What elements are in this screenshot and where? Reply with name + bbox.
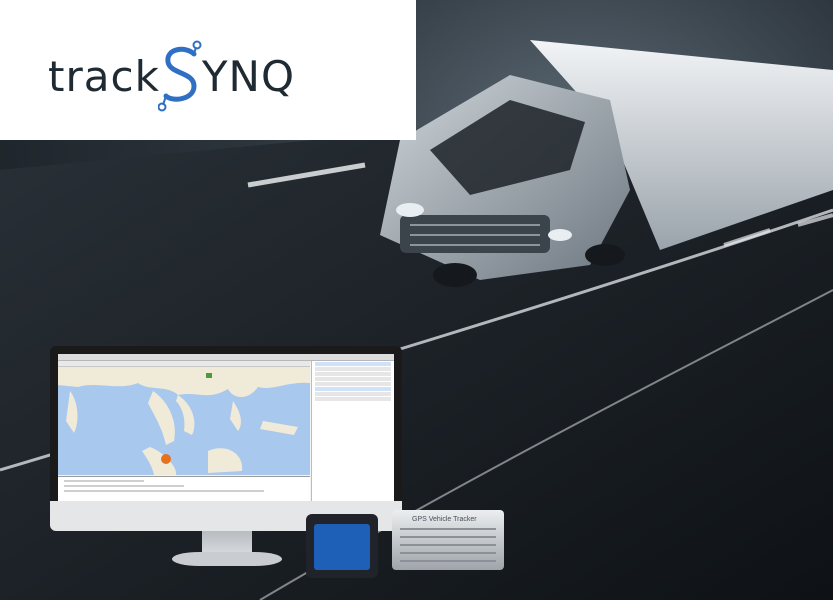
- tracking-software-screen: [58, 354, 394, 501]
- brand-s-network-icon: [157, 40, 202, 112]
- brand-text-suffix: YNQ: [201, 51, 296, 101]
- monitor-stand-neck: [202, 531, 252, 555]
- gps-vehicle-tracker-device: GPS Vehicle Tracker: [392, 510, 504, 570]
- tracking-map: [58, 361, 310, 475]
- tracksynq-logo: track YNQ: [48, 36, 295, 116]
- window-titlebar: [58, 354, 394, 361]
- vehicle-list-panel: [311, 361, 394, 501]
- logo-panel: track YNQ: [0, 0, 416, 140]
- gps-tracker-icon: [306, 514, 378, 578]
- tracker-device-label: GPS Vehicle Tracker: [412, 516, 477, 523]
- brand-text-prefix: track: [48, 51, 160, 101]
- tracker-label-sticker: [314, 524, 370, 570]
- monitor-stand-base: [172, 552, 282, 566]
- event-log-pane: [58, 476, 310, 501]
- map-landmass: [58, 367, 310, 475]
- map-toolbar: [58, 361, 310, 367]
- truck-icon: [380, 40, 833, 287]
- monitor-icon: [50, 346, 402, 531]
